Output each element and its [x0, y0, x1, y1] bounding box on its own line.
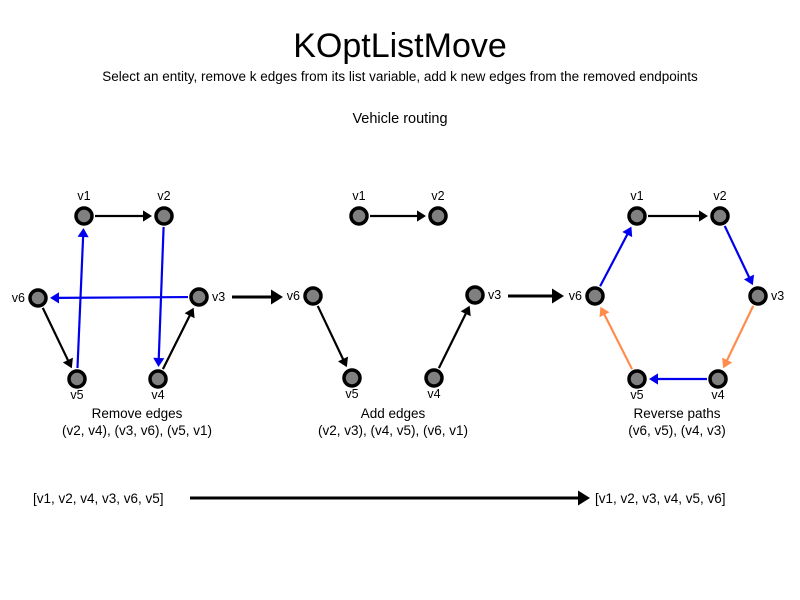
panel-reverse-paths-edges — [599, 210, 755, 385]
node-label-v1: v1 — [352, 189, 365, 203]
edge-v2-to-v4 — [153, 226, 165, 368]
node-v4[interactable]: v4 — [148, 369, 168, 402]
caption-detail: (v2, v4), (v3, v6), (v5, v1) — [62, 423, 212, 438]
node-v1[interactable]: v1 — [627, 189, 647, 226]
node-v1[interactable]: v1 — [349, 189, 369, 226]
edge-v1-to-v2 — [95, 210, 152, 222]
node-v2[interactable]: v2 — [428, 189, 448, 226]
list-after: [v1, v2, v3, v4, v5, v6] — [595, 491, 726, 506]
node-label-v5: v5 — [630, 388, 643, 402]
node-label-v3: v3 — [771, 289, 784, 303]
panel-add-edges-nodes: v1 v2 v3 v4 v5 v6 — [287, 189, 501, 401]
node-label-v2: v2 — [157, 189, 170, 203]
node-v6[interactable]: v6 — [287, 286, 323, 306]
list-transition-arrow — [190, 490, 590, 506]
caption-detail: (v6, v5), (v4, v3) — [628, 423, 726, 438]
page-subtitle: Select an entity, remove k edges from it… — [102, 69, 698, 84]
edge-v4-to-v3 — [437, 305, 471, 369]
caption-title: Remove edges — [92, 406, 183, 421]
node-label-v2: v2 — [431, 189, 444, 203]
panel-remove-edges-edges — [41, 210, 195, 370]
panel-add-edges-caption: Add edges (v2, v3), (v4, v5), (v6, v1) — [318, 406, 468, 438]
node-v3[interactable]: v3 — [189, 287, 225, 307]
page-title: KOptListMove — [293, 27, 507, 65]
node-v2[interactable]: v2 — [154, 189, 174, 226]
caption-detail: (v2, v3), (v4, v5), (v6, v1) — [318, 423, 468, 438]
panel-reverse-paths-nodes: v1 v2 v3 v4 v5 v6 — [569, 189, 784, 402]
edge-v1-to-v2 — [370, 210, 426, 222]
node-label-v1: v1 — [630, 189, 643, 203]
node-label-v4: v4 — [427, 387, 440, 401]
node-v2[interactable]: v2 — [710, 189, 730, 226]
edge-v4-to-v3 — [161, 307, 195, 370]
panel-reverse-paths-caption: Reverse paths (v6, v5), (v4, v3) — [628, 406, 726, 438]
node-v5[interactable]: v5 — [342, 368, 362, 401]
node-v4[interactable]: v4 — [424, 368, 444, 401]
edge-v2-to-v3 — [723, 225, 755, 286]
edge-v4-to-v5 — [649, 373, 707, 385]
edge-v3-to-v4 — [722, 305, 755, 369]
panel-remove-edges-nodes: v1 v2 v3 v4 v5 v6 — [12, 189, 225, 402]
node-label-v1: v1 — [77, 189, 90, 203]
node-label-v5: v5 — [345, 387, 358, 401]
node-label-v6: v6 — [569, 289, 582, 303]
edge-v3-to-v6 — [49, 292, 189, 304]
edge-v5-to-v1 — [76, 227, 89, 369]
node-v4[interactable]: v4 — [708, 369, 728, 402]
panel-remove-edges-caption: Remove edges (v2, v4), (v3, v6), (v5, v1) — [62, 406, 212, 438]
node-label-v4: v4 — [151, 388, 164, 402]
node-v6[interactable]: v6 — [569, 286, 605, 306]
node-v6[interactable]: v6 — [12, 288, 48, 308]
edge-v6-to-v5 — [41, 307, 73, 369]
node-v5[interactable]: v5 — [67, 369, 87, 402]
node-label-v4: v4 — [711, 388, 724, 402]
node-v3[interactable]: v3 — [748, 286, 784, 306]
node-v1[interactable]: v1 — [74, 189, 94, 226]
transition-1-to-2 — [232, 289, 283, 305]
node-v3[interactable]: v3 — [465, 285, 501, 305]
list-before: [v1, v2, v4, v3, v6, v5] — [33, 491, 164, 506]
caption-title: Add edges — [361, 406, 426, 421]
edge-v6-to-v5 — [316, 305, 349, 368]
node-label-v3: v3 — [212, 290, 225, 304]
caption-title: Reverse paths — [633, 406, 720, 421]
edge-v1-to-v2 — [648, 210, 708, 222]
node-label-v6: v6 — [12, 291, 25, 305]
panel-add-edges-edges — [316, 210, 471, 369]
node-label-v6: v6 — [287, 289, 300, 303]
edge-v5-to-v6 — [599, 306, 634, 370]
edge-v6-to-v1 — [599, 226, 633, 287]
section-label: Vehicle routing — [352, 111, 448, 127]
node-label-v3: v3 — [488, 288, 501, 302]
transition-2-to-3 — [508, 288, 564, 304]
list-transformation-row: [v1, v2, v4, v3, v6, v5] [v1, v2, v3, v4,… — [33, 490, 726, 506]
node-v5[interactable]: v5 — [627, 369, 647, 402]
node-label-v2: v2 — [713, 189, 726, 203]
node-label-v5: v5 — [70, 388, 83, 402]
